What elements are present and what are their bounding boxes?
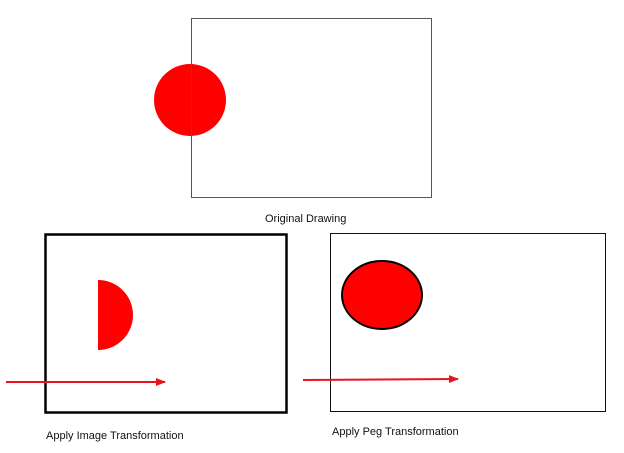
- moved-red-circle: [341, 260, 423, 330]
- peg-transformation-caption: Apply Peg Transformation: [332, 426, 459, 438]
- image-transformation-frame: [44, 233, 288, 414]
- original-red-circle: [154, 64, 226, 136]
- original-drawing-caption: Original Drawing: [265, 213, 346, 225]
- peg-transformation-panel: [302, 233, 606, 412]
- image-transformation-panel: [6, 233, 288, 414]
- peg-transformation-frame: [330, 233, 606, 412]
- clipped-half-circle: [98, 280, 133, 350]
- image-transformation-caption: Apply Image Transformation: [46, 430, 184, 442]
- original-frame: [191, 18, 432, 198]
- peg-transformation-arrow: [302, 375, 459, 384]
- original-drawing-panel: [154, 18, 432, 198]
